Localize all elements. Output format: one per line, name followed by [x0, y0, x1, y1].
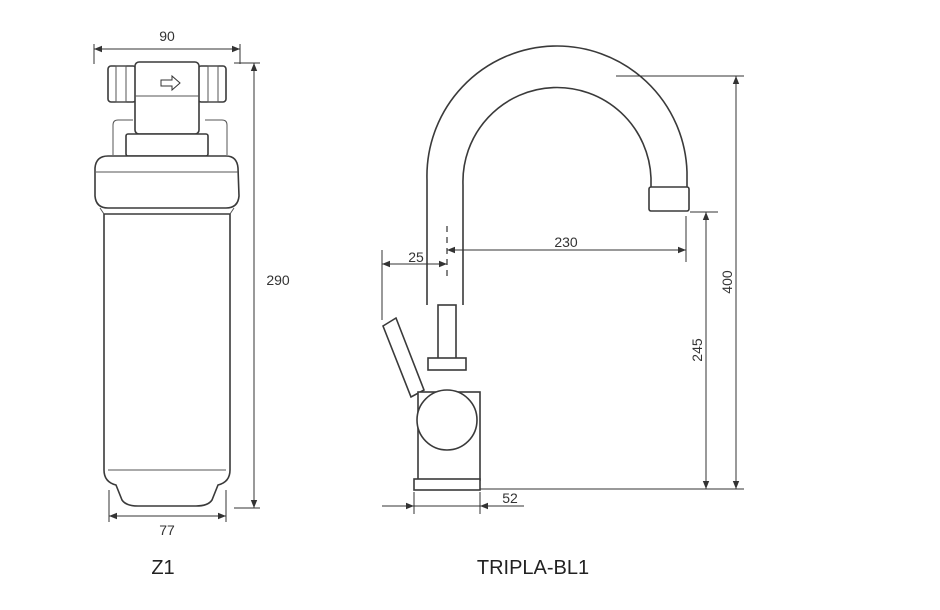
dim-base: 52 — [502, 490, 518, 506]
dim-reach: 230 — [554, 234, 578, 250]
filter-head — [134, 61, 200, 135]
flow-arrow-icon — [160, 74, 181, 92]
filter-housing — [103, 213, 231, 507]
filter-neck — [125, 133, 209, 157]
dim-offset: 25 — [408, 249, 424, 265]
faucet-lever — [382, 316, 426, 399]
filter-bracket — [112, 119, 228, 155]
dim-height: 290 — [266, 272, 290, 288]
spout-inner — [462, 86, 652, 305]
left-fitting — [107, 65, 137, 103]
aerator — [648, 186, 690, 212]
dim-spout-height: 245 — [689, 338, 705, 362]
faucet-model-label: TRIPLA-BL1 — [477, 557, 589, 579]
dim-total-height: 400 — [719, 270, 735, 294]
dim-width-top: 90 — [159, 28, 175, 44]
filter-drawing: 90 290 77 Z1 — [93, 28, 290, 579]
spout-outer — [426, 45, 688, 305]
faucet-column — [437, 304, 457, 364]
filter-cap — [94, 155, 240, 209]
right-fitting — [197, 65, 227, 103]
dim-width-bottom: 77 — [159, 522, 175, 538]
faucet-drawing: 25 230 400 245 52 TRIPLA-BL1 — [381, 45, 744, 579]
handle-hub — [416, 389, 478, 451]
column-collar — [427, 357, 467, 371]
faucet-base-plate — [413, 478, 481, 491]
filter-model-label: Z1 — [151, 557, 174, 579]
